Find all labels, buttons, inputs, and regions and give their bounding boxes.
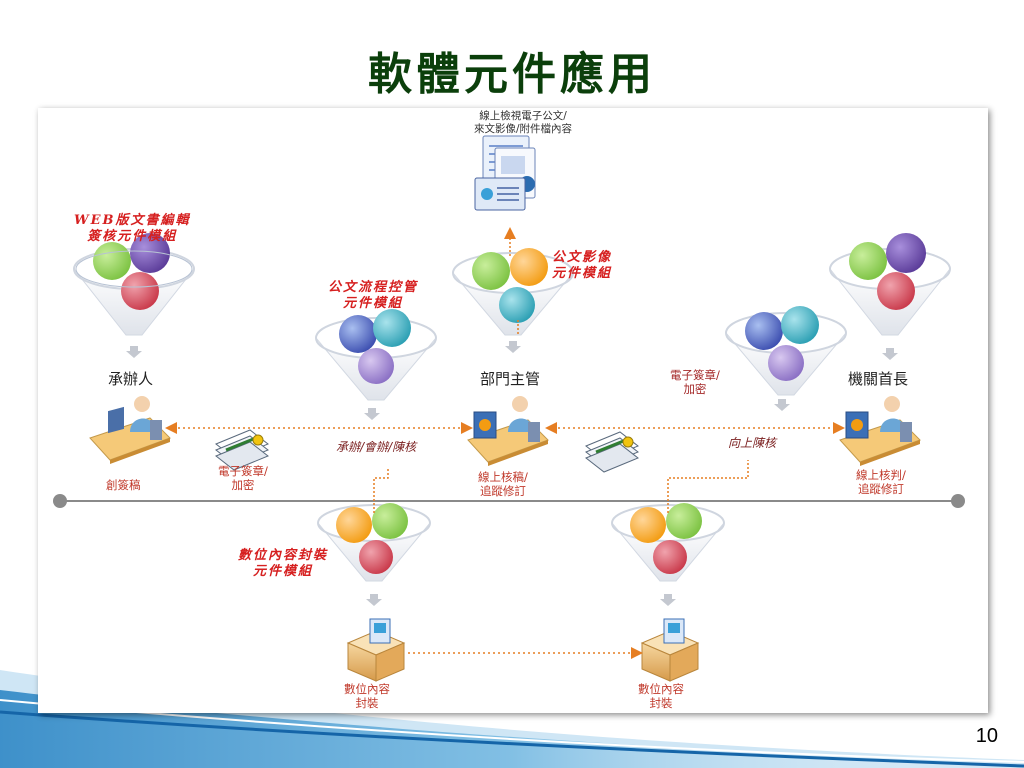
diagram-panel: 線上檢視電子公文/來文影像/附件檔內容 WEB版文書編輯簽核元件模組 公文流程控… bbox=[38, 108, 988, 713]
funnel-flow-control bbox=[315, 309, 437, 401]
node-head-label: 機關首長 bbox=[848, 370, 909, 388]
edge-handler-supervisor-label: 承辦/會辦/陳核 bbox=[336, 440, 417, 454]
page-number: 10 bbox=[975, 725, 998, 747]
sign-encrypt-label: 電子簽章/加密 bbox=[218, 464, 268, 493]
funnel-package-right bbox=[611, 503, 725, 582]
approve-label: 線上核判/追蹤修訂 bbox=[856, 468, 906, 497]
dotted-review-package bbox=[373, 468, 389, 513]
page-title: 軟體元件應用 bbox=[368, 49, 656, 100]
package-left-label: 數位內容封裝 bbox=[344, 682, 390, 711]
package-box-icon-left bbox=[346, 618, 406, 682]
module-signature-label: 電子簽章/加密 bbox=[670, 368, 720, 397]
module-packaging-label: 數位內容封裝元件模組 bbox=[238, 548, 329, 580]
module-web-editor-label: WEB版文書編輯簽核元件模組 bbox=[74, 213, 191, 245]
draft-label: 創簽稿 bbox=[106, 478, 141, 492]
signed-document-icon-left bbox=[215, 429, 269, 471]
node-handler-label: 承辦人 bbox=[108, 370, 154, 388]
workflow-diagram bbox=[53, 135, 965, 682]
funnel-image bbox=[452, 248, 574, 336]
document-view-label: 線上檢視電子公文/來文影像/附件檔內容 bbox=[474, 110, 573, 136]
funnel-head bbox=[829, 233, 951, 336]
package-box-icon-right bbox=[640, 618, 700, 682]
node-supervisor-label: 部門主管 bbox=[480, 370, 541, 388]
funnel-signature bbox=[725, 306, 847, 396]
review-label: 線上核稿/追蹤修訂 bbox=[478, 470, 528, 499]
dotted-approve-package bbox=[667, 460, 749, 513]
person-desk-icon-supervisor bbox=[467, 396, 549, 466]
package-right-label: 數位內容封裝 bbox=[638, 682, 684, 711]
person-desk-icon-head bbox=[839, 396, 921, 466]
module-flow-control-label: 公文流程控管元件模組 bbox=[328, 280, 419, 312]
signed-document-icon-right bbox=[585, 431, 639, 473]
person-desk-icon-handler bbox=[89, 396, 171, 464]
down-markers bbox=[126, 341, 898, 606]
module-image-label: 公文影像元件模組 bbox=[552, 250, 613, 282]
document-stack-icon bbox=[474, 135, 536, 211]
edge-supervisor-head-label: 向上陳核 bbox=[728, 436, 777, 450]
funnel-web-editor bbox=[73, 233, 195, 336]
funnel-package-left bbox=[317, 503, 431, 582]
